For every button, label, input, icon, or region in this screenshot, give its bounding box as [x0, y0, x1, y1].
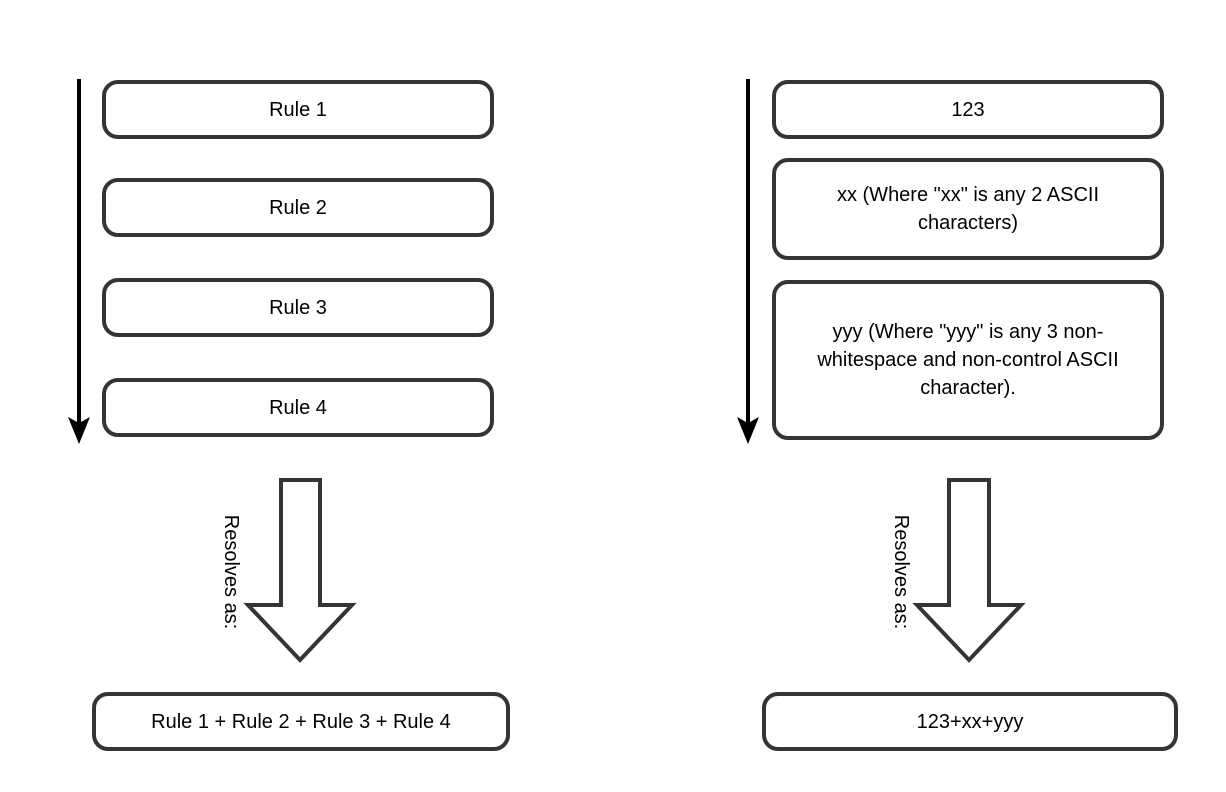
resolve-block-arrow-left-icon: [243, 478, 357, 663]
example-123-box: 123: [772, 80, 1164, 139]
rule-1-label: Rule 1: [269, 98, 327, 121]
example-123-label: 123: [951, 98, 985, 121]
example-xx-label: xx (Where "xx" is any 2 ASCII characters…: [836, 184, 1100, 234]
rule-4-label: Rule 4: [269, 396, 327, 419]
sequence-arrow-down-right-icon: [737, 79, 759, 444]
combined-rules-result-box: Rule 1 + Rule 2 + Rule 3 + Rule 4: [92, 692, 510, 751]
example-xx-box: xx (Where "xx" is any 2 ASCII characters…: [772, 158, 1164, 260]
resolve-block-arrow-right-icon: [912, 478, 1026, 663]
sequence-arrow-down-left-icon: [68, 79, 90, 444]
combined-example-result-label: 123+xx+yyy: [916, 710, 1024, 733]
combined-example-result-box: 123+xx+yyy: [762, 692, 1178, 751]
rule-3-box: Rule 3: [102, 278, 494, 337]
rule-2-label: Rule 2: [269, 196, 327, 219]
example-yyy-label: yyy (Where "yyy" is any 3 non-whitespace…: [817, 321, 1119, 399]
resolves-as-label-right: Resolves as:: [890, 514, 912, 630]
rule-1-box: Rule 1: [102, 80, 494, 139]
rule-4-box: Rule 4: [102, 378, 494, 437]
combined-rules-result-label: Rule 1 + Rule 2 + Rule 3 + Rule 4: [151, 710, 451, 733]
rule-3-label: Rule 3: [269, 296, 327, 319]
rule-2-box: Rule 2: [102, 178, 494, 237]
example-yyy-box: yyy (Where "yyy" is any 3 non-whitespace…: [772, 280, 1164, 440]
resolves-as-label-left: Resolves as:: [220, 514, 242, 630]
